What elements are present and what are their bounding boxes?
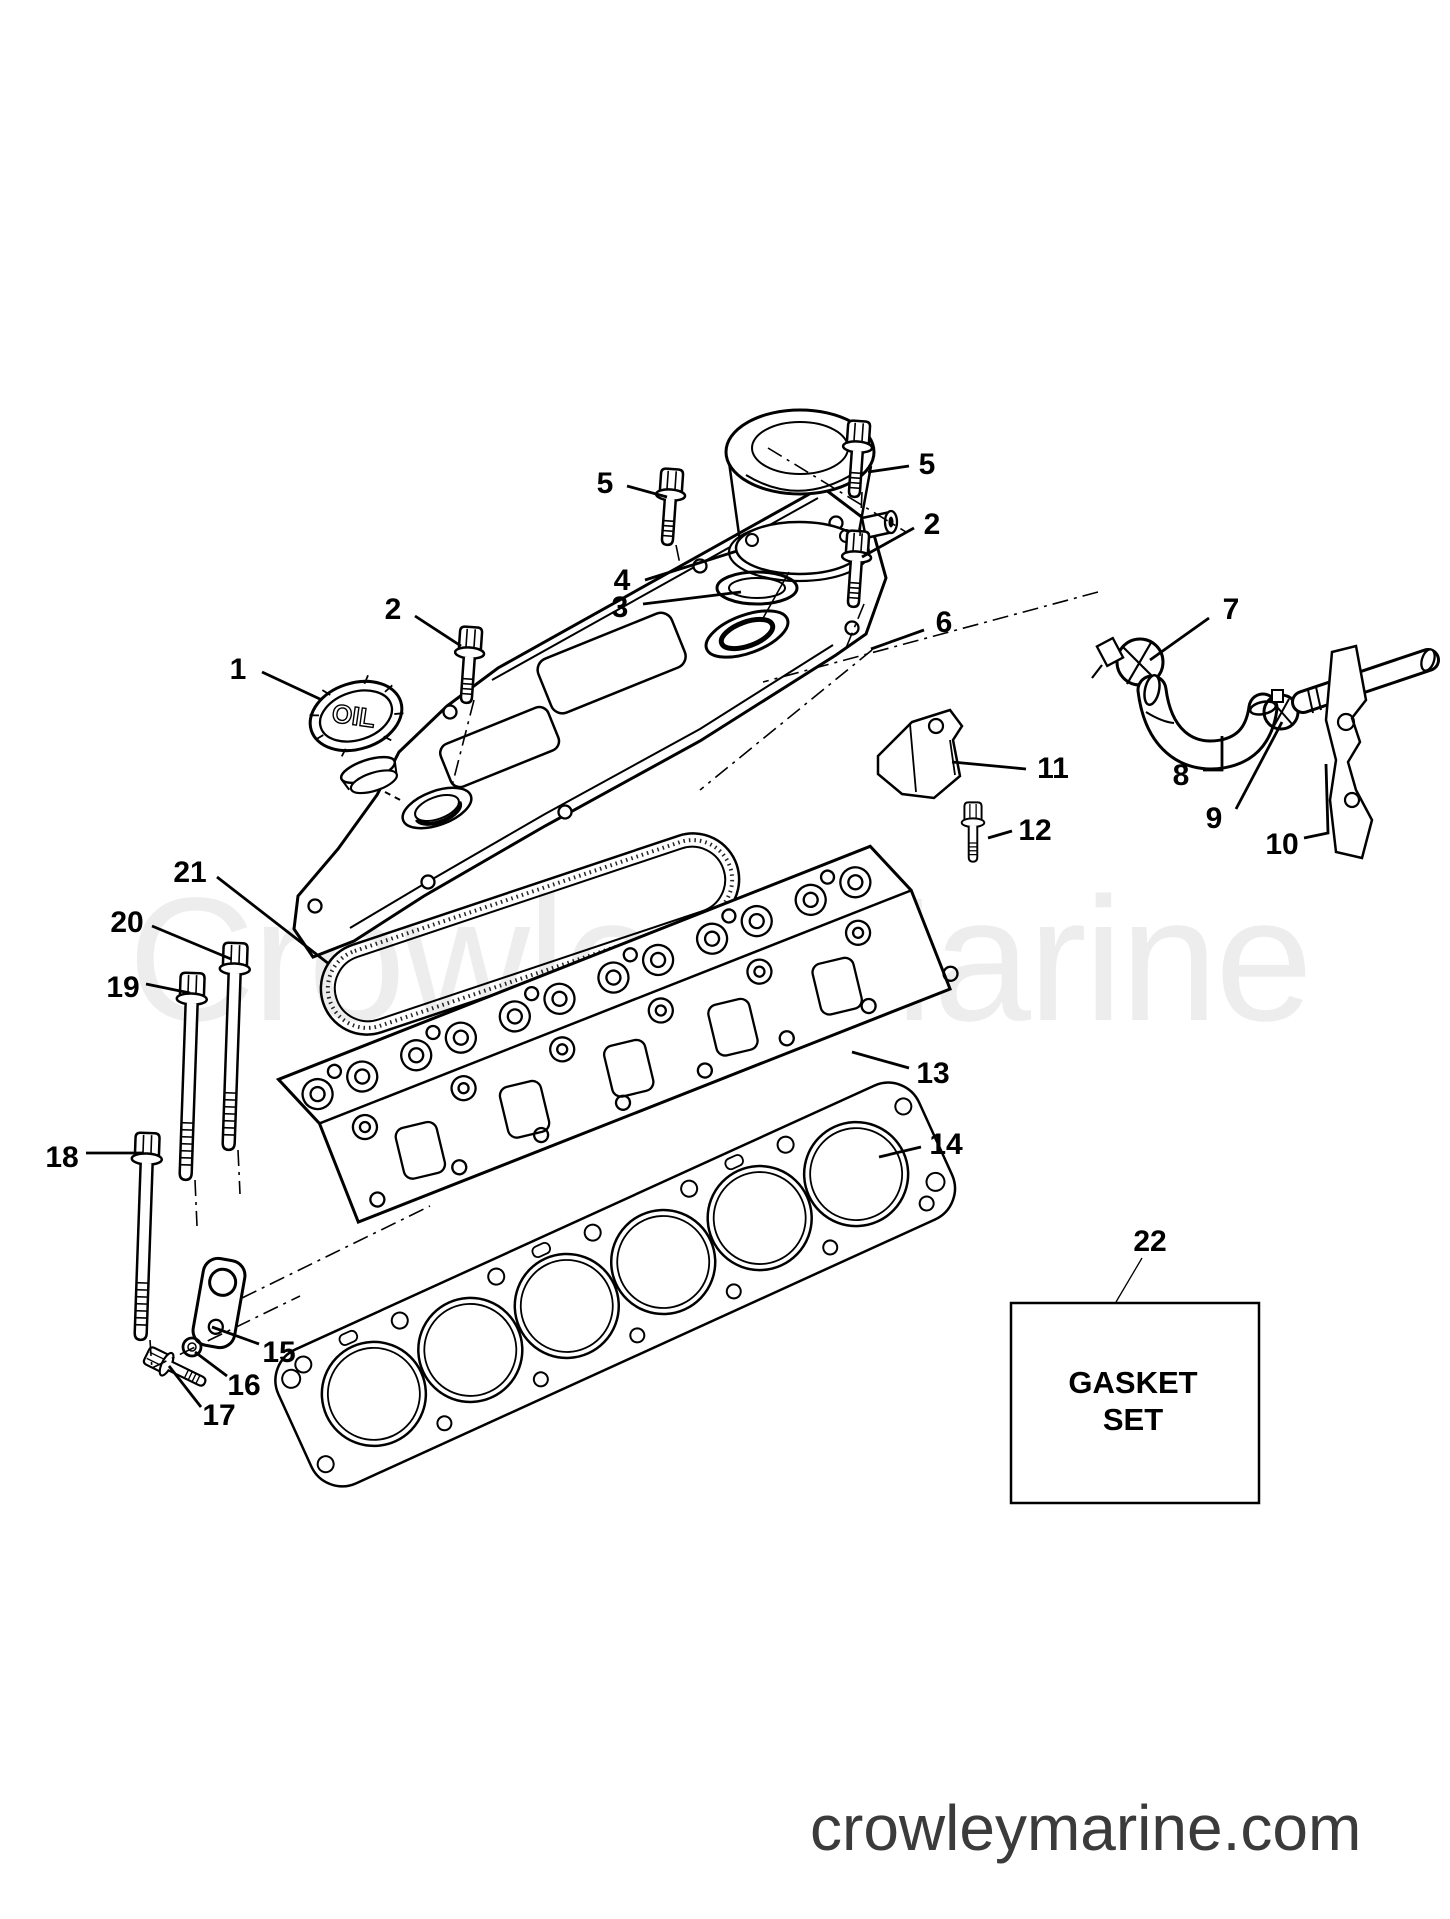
callout-22[interactable]: 22 <box>1133 1225 1166 1258</box>
water-pipe <box>1291 648 1440 714</box>
callout-21[interactable]: 21 <box>173 856 206 889</box>
bolt-bracket <box>960 801 986 863</box>
breather-hose <box>1136 674 1279 771</box>
leader-lines <box>86 464 1330 1408</box>
callout-9[interactable]: 9 <box>1206 802 1223 835</box>
head-bolt-18 <box>124 1131 164 1342</box>
callout-14[interactable]: 14 <box>929 1128 963 1161</box>
oil-cap-neck <box>339 755 399 795</box>
valve-cover <box>292 485 888 959</box>
callout-11[interactable]: 11 <box>1037 752 1069 785</box>
breather-gasket <box>715 570 799 606</box>
oil-cap-label: OIL <box>330 698 377 734</box>
callout-8[interactable]: 8 <box>1173 759 1190 792</box>
callout-7[interactable]: 7 <box>1223 593 1240 626</box>
callout-5-left[interactable]: 5 <box>597 467 614 500</box>
diagram-artwork: OIL <box>124 408 1440 1488</box>
gasket-set-line1: GASKET <box>1068 1365 1197 1400</box>
callout-3[interactable]: 3 <box>612 591 629 624</box>
callout-2-left[interactable]: 2 <box>385 593 402 626</box>
gasket-set-line2: SET <box>1103 1402 1163 1437</box>
projection-lines <box>149 447 1099 1371</box>
hose-clamp-rear <box>1262 689 1300 731</box>
pipe-bracket <box>1324 644 1374 860</box>
cylinder-head <box>275 844 959 1225</box>
oil-filler-port <box>401 786 473 830</box>
oil-filler-cap: OIL <box>308 674 404 757</box>
callout-13[interactable]: 13 <box>916 1057 949 1090</box>
bolt-breather-left <box>651 466 689 548</box>
footer-site-url[interactable]: crowleymarine.com <box>810 1792 1361 1864</box>
callout-6[interactable]: 6 <box>936 606 953 639</box>
breather-assembly <box>724 408 899 583</box>
callout-5-right[interactable]: 5 <box>919 448 936 481</box>
callout-19[interactable]: 19 <box>106 971 139 1004</box>
callout-1[interactable]: 1 <box>230 653 247 686</box>
gasket-set-box: GASKET SET <box>1009 1301 1261 1505</box>
callout-17[interactable]: 17 <box>202 1399 235 1432</box>
callout-10[interactable]: 10 <box>1265 828 1298 861</box>
callout-4[interactable]: 4 <box>614 564 631 597</box>
callout-15[interactable]: 15 <box>262 1336 295 1369</box>
lock-washer <box>181 1336 203 1358</box>
head-gasket <box>274 1081 957 1488</box>
callout-16[interactable]: 16 <box>227 1369 260 1402</box>
callout-18[interactable]: 18 <box>45 1141 78 1174</box>
engine-bracket <box>876 708 964 800</box>
lifting-eye <box>191 1256 247 1350</box>
callout-2-right[interactable]: 2 <box>924 508 941 541</box>
callout-12[interactable]: 12 <box>1018 814 1051 847</box>
callout-20[interactable]: 20 <box>110 906 143 939</box>
